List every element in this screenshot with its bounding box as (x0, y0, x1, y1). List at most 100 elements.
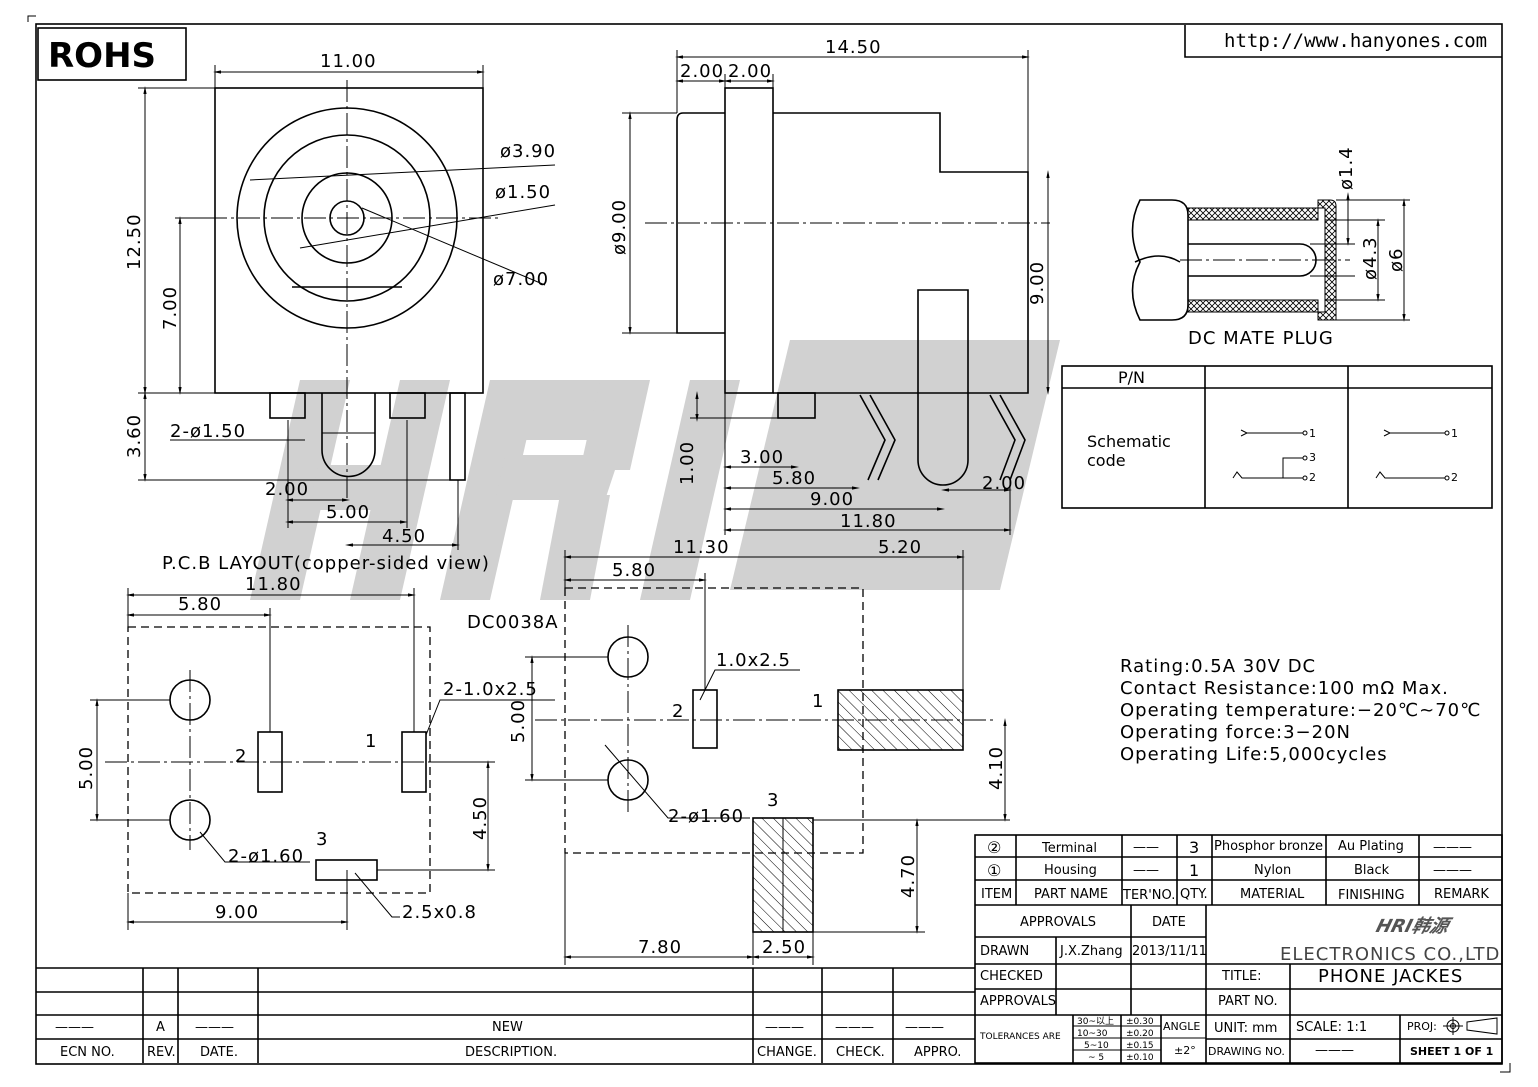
hdr-item: ITEM (981, 887, 1012, 902)
dim-width: 11.00 (320, 51, 377, 72)
company-name: ELECTRONICS CO.,LTD (1280, 944, 1500, 965)
spec-life: Operating Life:5,000cycles (1120, 744, 1388, 765)
schem-a-t2: 2 (1309, 471, 1316, 484)
pcb-slot3: 2.5x0.8 (402, 902, 477, 923)
pcb-b: 9.00 (215, 902, 259, 923)
hdr-qty: QTY. (1180, 887, 1208, 902)
url-box (1184, 25, 1502, 58)
rohs-label: ROHS (48, 36, 156, 76)
angle-value: ±2° (1174, 1044, 1196, 1057)
approvals-label: APPROVALS (980, 994, 1056, 1009)
bom-remark: ——— (1433, 840, 1472, 855)
tol-value: ±0.30 (1126, 1017, 1154, 1027)
bom-finishing: Black (1354, 863, 1390, 878)
schem-a-t3: 3 (1309, 451, 1316, 464)
dim-b: 2.00 (728, 61, 772, 82)
schematic-table: P/N Schematic code 1 3 2 1 2 (1061, 365, 1493, 509)
approvals-header: APPROVALS (1020, 915, 1096, 930)
hdr-ter: TER'NO. (1122, 888, 1175, 903)
pcb-w: 11.80 (245, 574, 302, 595)
unit: UNIT: mm (1214, 1021, 1277, 1036)
hdr-date: DATE. (200, 1045, 238, 1060)
drawing-no-value: ——— (1315, 1043, 1354, 1058)
bom-finishing: Au Plating (1338, 839, 1404, 854)
company-logo: HRI韩源 (1374, 916, 1455, 937)
dim-d150: ø1.50 (495, 182, 551, 203)
tol-value: ±0.10 (1126, 1053, 1154, 1063)
dim-center-height: 7.00 (160, 286, 181, 330)
rohs-box (37, 27, 187, 81)
dim-height: 12.50 (124, 213, 145, 270)
schematic-label: Schematic (1087, 432, 1171, 451)
pcb-holes: 2-ø1.60 (228, 846, 304, 867)
pcb2-v1: 4.10 (986, 746, 1007, 790)
spec-force: Operating force:3−20N (1120, 722, 1351, 743)
drawing-title: PHONE JACKES (1318, 966, 1463, 987)
rev-ecn: ——— (55, 1020, 94, 1035)
rev-desc: NEW (492, 1020, 523, 1035)
spec-rating: Rating:0.5A 30V DC (1120, 656, 1316, 677)
bom-material: Phosphor bronze (1214, 839, 1323, 854)
dim-p3: 4.50 (382, 526, 426, 547)
part-code: DC0038A (467, 612, 559, 633)
schem-b-t2: 2 (1451, 471, 1458, 484)
pcb2-n3: 3 (767, 790, 779, 811)
bom-name: Housing (1044, 863, 1097, 878)
pcb-h: 5.00 (76, 746, 97, 790)
tol-range: 10~30 (1077, 1029, 1108, 1039)
website-url: http://www.hanyones.com (1224, 30, 1487, 52)
side-view: 14.50 2.00 2.00 ø9.00 9.00 1.00 3.00 5.8… (609, 37, 1050, 535)
drawn-date: 2013/11/11 (1132, 944, 1207, 959)
bom-material: Nylon (1254, 863, 1291, 878)
title-block: ② Terminal —— 3 Phosphor bronze Au Plati… (974, 834, 1503, 1064)
tol-range: 30~以上 (1077, 1016, 1114, 1027)
dim-x3: 9.00 (810, 489, 854, 510)
sheet: SHEET 1 OF 1 (1410, 1045, 1493, 1058)
pcb2-a: 5.80 (612, 560, 656, 581)
revision-block: ——— A ——— NEW ——— ——— ——— ECN NO. REV. D… (36, 967, 975, 1063)
pcb-slots: 2-1.0x2.5 (443, 679, 538, 700)
rev-date: ——— (195, 1020, 234, 1035)
bom-item: ① (987, 861, 1001, 880)
plug-d1: ø1.4 (1336, 146, 1357, 190)
hdr-appro: APPRO. (914, 1045, 961, 1060)
pcb2-r: 5.20 (878, 537, 922, 558)
dim-p1: 2.00 (265, 479, 309, 500)
drawing-no-label: DRAWING NO. (1208, 1045, 1285, 1058)
bom-remark: ——— (1433, 863, 1472, 878)
angle-label: ANGLE (1163, 1020, 1200, 1033)
hdr-desc: DESCRIPTION. (465, 1045, 557, 1060)
tol-range: ~ 5 (1088, 1053, 1104, 1063)
spec-resistance: Contact Resistance:100 mΩ Max. (1120, 678, 1449, 699)
date-header: DATE (1152, 915, 1186, 930)
rev-appro: ——— (905, 1020, 944, 1035)
tol-value: ±0.20 (1126, 1029, 1154, 1039)
projection-label: PROJ: (1407, 1020, 1437, 1033)
pcb-layout-2: DC0038A 11.30 5.20 5.80 1.0x2.5 5.00 2 1… (467, 537, 1010, 965)
bom-qty: 3 (1189, 838, 1199, 857)
hdr-remark: REMARK (1434, 887, 1489, 902)
specifications: Rating:0.5A 30V DC Contact Resistance:10… (1120, 656, 1480, 765)
schem-a-t1: 1 (1309, 427, 1316, 440)
pcb-a: 5.80 (178, 594, 222, 615)
schem-b-t1: 1 (1451, 427, 1458, 440)
dc-mate-plug: ø1.4 ø4.3 ø6 DC MATE PLUG (1131, 146, 1410, 349)
pcb2-n2: 2 (672, 701, 684, 722)
pcb2-slot: 1.0x2.5 (716, 650, 791, 671)
hdr-change: CHANGE. (757, 1045, 817, 1060)
hdr-name: PART NAME (1034, 887, 1108, 902)
projection-symbol-icon (1443, 1017, 1498, 1035)
hdr-material: MATERIAL (1240, 887, 1305, 902)
drawn-by: J.X.Zhang (1059, 944, 1123, 959)
schematic-label-2: code (1087, 451, 1126, 470)
bom-item: ② (987, 838, 1001, 857)
dim-d390: ø3.90 (500, 141, 556, 162)
dim-dia: ø9.00 (609, 199, 630, 255)
corner-mark (1500, 1063, 1511, 1073)
plug-d3: ø6 (1386, 248, 1407, 272)
checked-label: CHECKED (980, 969, 1043, 984)
rev-check: ——— (835, 1020, 874, 1035)
bom-qty: 1 (1189, 861, 1199, 880)
pcb2-w: 11.30 (673, 537, 730, 558)
dim-x4: 11.80 (840, 511, 897, 532)
